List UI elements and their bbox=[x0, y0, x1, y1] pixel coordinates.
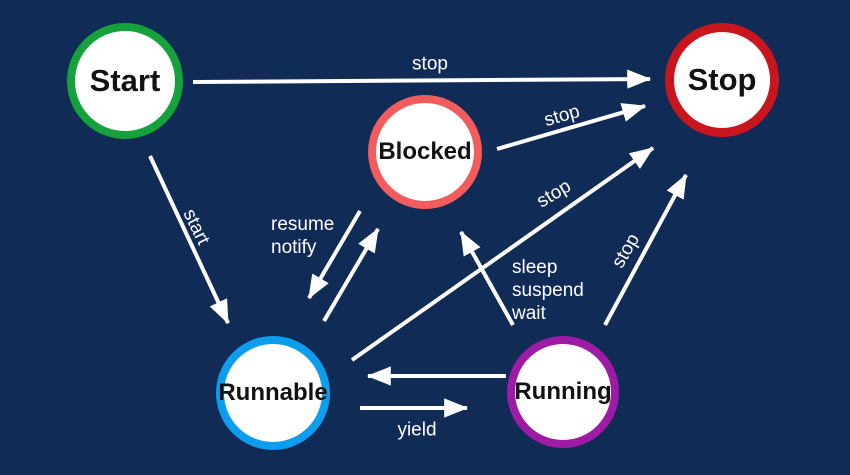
state-node-running: Running bbox=[507, 336, 619, 448]
edge-running-to-blocked bbox=[459, 230, 515, 326]
state-node-stop-label: Stop bbox=[687, 62, 757, 97]
state-node-blocked-label: Blocked bbox=[378, 138, 472, 165]
state-node-runnable-label: Runnable bbox=[218, 379, 328, 406]
edge-label-stop-top: stop bbox=[412, 53, 448, 75]
state-node-start: Start bbox=[67, 23, 183, 139]
edge-running-to-stop bbox=[603, 173, 688, 326]
state-node-running-label: Running bbox=[514, 378, 612, 405]
state-node-blocked: Blocked bbox=[368, 95, 482, 209]
edge-blocked-to-stop bbox=[496, 103, 647, 151]
edge-start-to-runnable bbox=[148, 155, 230, 325]
edge-blocked-to-runnable bbox=[307, 209, 362, 300]
edge-label-resume-line: resume bbox=[271, 214, 335, 235]
edge-label-notify-line: notify bbox=[271, 237, 317, 258]
edge-label-sleep-line: sleep bbox=[512, 257, 558, 278]
edge-runnable-to-blocked bbox=[322, 227, 380, 323]
edge-label-sleep-suspend-wait: sleep suspend wait bbox=[512, 256, 584, 325]
edge-label-wait-line: wait bbox=[512, 303, 546, 324]
state-node-runnable: Runnable bbox=[216, 336, 330, 450]
edge-label-yield: yield bbox=[397, 419, 437, 441]
edge-runnable-to-stop bbox=[350, 146, 655, 362]
state-node-start-label: Start bbox=[89, 63, 161, 98]
edge-start-to-stop bbox=[192, 69, 652, 89]
state-node-stop: Stop bbox=[665, 23, 779, 137]
edge-label-suspend-line: suspend bbox=[512, 280, 584, 301]
edge-label-resume-notify: resume notify bbox=[271, 213, 334, 259]
